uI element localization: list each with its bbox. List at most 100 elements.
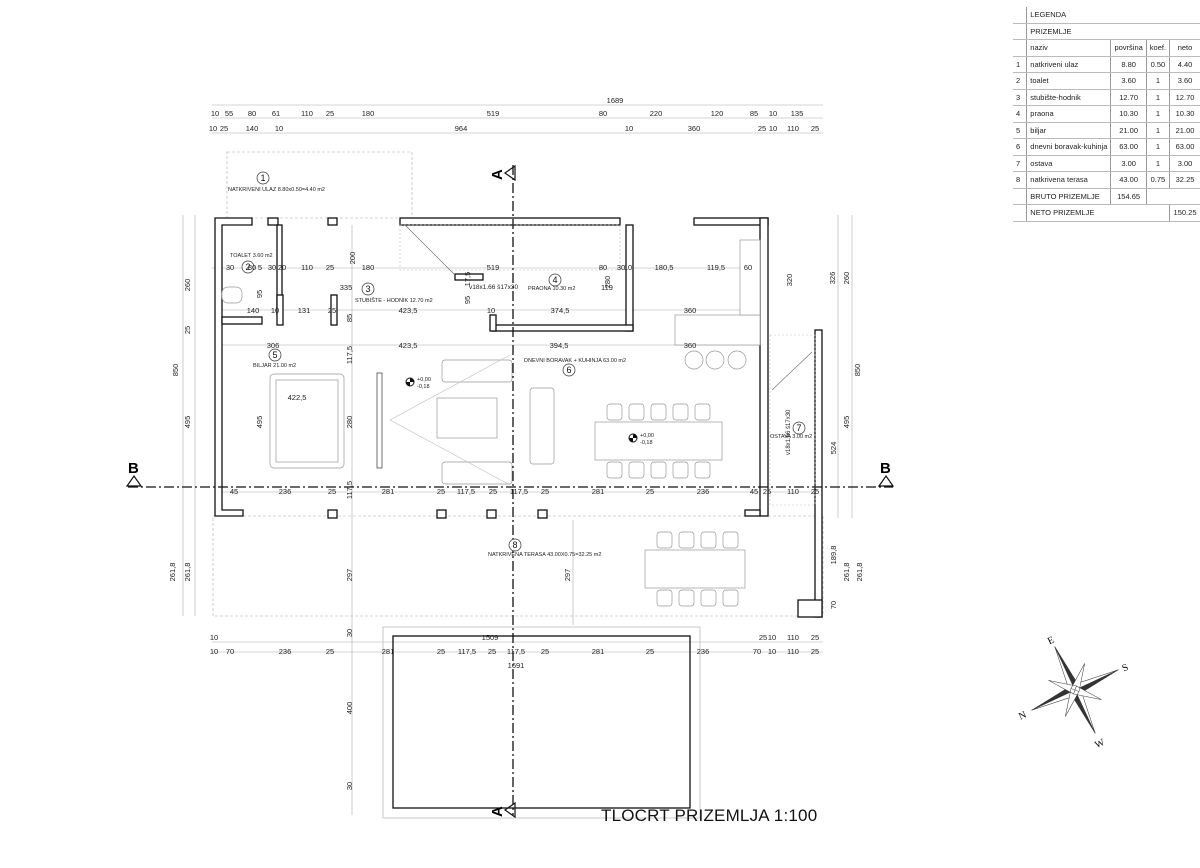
dimension-label: 119 <box>601 283 613 292</box>
sofa <box>441 359 513 383</box>
dimension-label: 10 <box>487 306 495 315</box>
dimension-label: 45 <box>750 487 758 496</box>
dimension-label-vertical: 261,8 <box>842 563 851 582</box>
room-label: BILJAR 21.00 m2 <box>253 363 296 369</box>
room-number-circle <box>241 260 255 274</box>
room-number: 6 <box>566 365 571 375</box>
legend-row-name: dnevni boravak-kuhinja <box>1026 138 1111 156</box>
dimension-label-vertical: 117,5 <box>345 346 354 364</box>
neto-label: NETO PRIZEMLJE <box>1026 204 1170 222</box>
dimension-label: 55 <box>225 109 233 118</box>
room-number: 7 <box>796 423 801 433</box>
stair-spec: v18x1.66 š17x30 <box>469 284 519 291</box>
dimension-label: 117,5 <box>507 647 525 656</box>
legend-row-no: 5 <box>1013 122 1027 139</box>
dimension-label: 119,5 <box>707 263 725 272</box>
dimension-label: 10 <box>625 124 633 133</box>
dimension-label: 25 <box>811 124 819 133</box>
dimension-label: 85 <box>750 109 758 118</box>
dimension-label: 10 <box>271 306 279 315</box>
room-number-circle <box>548 273 562 287</box>
dimension-label: 25 <box>328 487 336 496</box>
svg-text:B: B <box>128 460 139 477</box>
dimension-label-vertical: 320 <box>785 274 794 287</box>
dimension-label-vertical: 326 <box>828 272 837 285</box>
dimension-label: 110 <box>787 633 799 642</box>
dimension-label: 281 <box>592 487 605 496</box>
room-label: NATKRIVENA TERASA 43.00X0.75=32.25 m2 <box>488 552 601 558</box>
dimension-label: 360 <box>688 124 701 133</box>
dimension-label: 80 <box>599 263 607 272</box>
dimension-label: 110 <box>301 109 313 118</box>
dimension-label: 335 <box>340 283 353 292</box>
dimension-label-vertical: 850 <box>853 364 862 377</box>
dimension-label: 110 <box>787 124 799 133</box>
room-number: 3 <box>365 284 370 294</box>
header-net: neto <box>1169 39 1200 57</box>
dimension-label: 30 <box>617 263 625 272</box>
legend-row-coef: 1 <box>1145 105 1170 123</box>
compass-rose: N E S W <box>1017 635 1130 751</box>
dimension-label: 10 <box>624 263 632 272</box>
staircase <box>399 224 816 506</box>
dimension-label-vertical: 95 <box>255 290 264 298</box>
legend-row-no: 2 <box>1013 72 1027 90</box>
dimension-total: 1691 <box>508 661 525 670</box>
svg-text:N: N <box>1017 710 1028 723</box>
dimension-label: 110 <box>787 647 799 656</box>
dimension-label-vertical: 261,8 <box>168 563 177 582</box>
legend-row-net: 21.00 <box>1169 122 1200 139</box>
dimension-label-vertical: 17,5 <box>463 272 472 287</box>
legend-row-name: ostava <box>1026 155 1111 172</box>
dimension-label: 423,5 <box>399 306 418 315</box>
dimension-label: 25 <box>437 487 445 496</box>
legend-table: LEGENDA PRIZEMLJE naziv površina koef. n… <box>1013 7 1200 222</box>
svg-text:E: E <box>1046 635 1056 648</box>
dimension-label: 25 <box>328 306 336 315</box>
dimension-label: 236 <box>279 487 292 496</box>
dimension-label-vertical: 297 <box>345 569 354 582</box>
legend-row-no: 3 <box>1013 89 1027 106</box>
dimension-label-vertical: 524 <box>829 442 838 455</box>
dimension-label: 10 <box>210 633 218 642</box>
dimension-label: 120 <box>711 109 724 118</box>
legend-row-name: toalet <box>1026 72 1111 90</box>
dimension-label: 10 <box>768 647 776 656</box>
dimension-label: 80 <box>248 109 256 118</box>
section-marker-b-right: B <box>877 460 895 487</box>
svg-text:A: A <box>489 169 506 180</box>
dimension-label: 360 <box>684 341 697 350</box>
dimension-label: 25 <box>489 487 497 496</box>
dimension-label: 25 <box>646 487 654 496</box>
legend-floor: PRIZEMLJE <box>1026 23 1200 40</box>
dimension-label: 25 <box>437 647 445 656</box>
dimension-label: 220 <box>650 109 663 118</box>
dimension-label-vertical: 280 <box>603 276 612 289</box>
legend-header-row: naziv površina koef. neto <box>1013 39 1200 57</box>
dimension-label: 117,5 <box>458 647 476 656</box>
dimension-label: 360 <box>684 306 697 315</box>
legend-title-row: LEGENDA <box>1013 7 1200 24</box>
dimension-label: 10 <box>209 124 217 133</box>
dimension-label: 423,5 <box>399 341 418 350</box>
dimension-label: 25 <box>811 487 819 496</box>
legend-row-net: 3.00 <box>1169 155 1200 172</box>
dimension-label-vertical: 117,5 <box>345 481 354 499</box>
room-label: PRAONA 10.30 m2 <box>528 286 575 292</box>
toilet <box>221 286 243 304</box>
dimension-label: 180 <box>362 109 375 118</box>
room-number: 8 <box>512 540 517 550</box>
legend-row-no: 4 <box>1013 105 1027 123</box>
legend-row-area: 3.60 <box>1110 72 1147 90</box>
dimension-label: 30 <box>226 263 234 272</box>
